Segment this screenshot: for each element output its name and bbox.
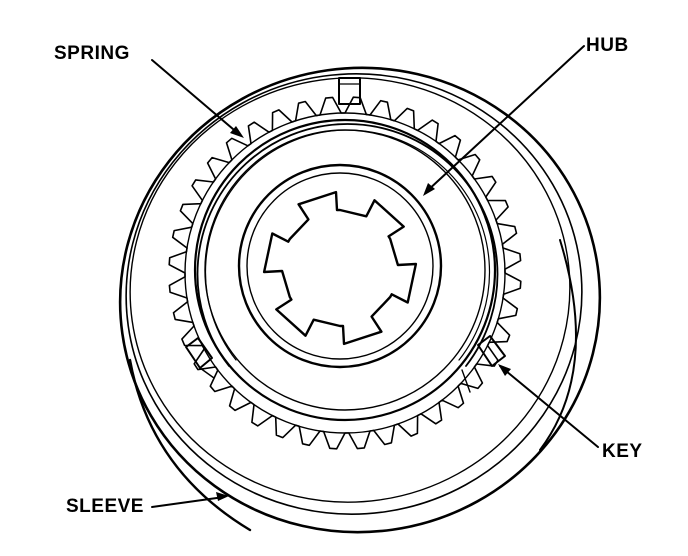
sleeve-leader-arrowhead [216,492,229,501]
sleeve-internal-teeth [168,96,522,450]
spring-leader [151,59,241,136]
teeth-root-circle [184,112,506,434]
leader-lines [151,45,599,508]
key-right [461,335,506,393]
key-top [338,77,361,105]
hub [193,118,497,422]
key-label: KEY [602,441,643,462]
hub-label: HUB [586,35,629,56]
hub-leader [425,45,585,193]
spring-label: SPRING [54,43,130,64]
hub-internal-splines [262,190,418,346]
spring-leader-arrowhead [230,126,244,138]
sleeve-label: SLEEVE [66,496,144,517]
spring-inner-edge [204,129,491,361]
key-leader-arrowhead [498,364,511,376]
key-left [185,337,215,379]
spring [196,123,499,367]
key-leader [499,365,599,448]
sleeve [118,66,602,534]
hub-leader-arrowhead [423,183,435,196]
sleeve-leader [151,496,225,508]
